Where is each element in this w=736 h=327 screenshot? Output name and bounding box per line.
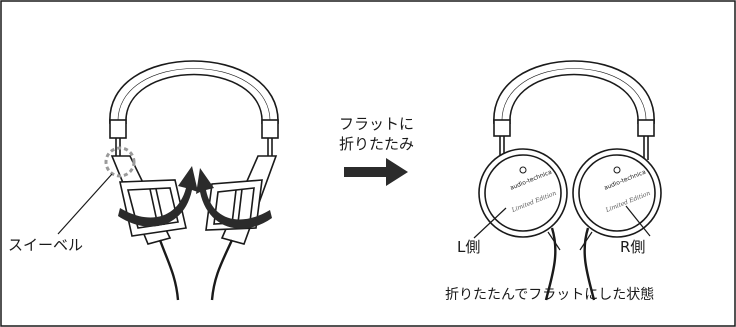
headband-inner bbox=[125, 73, 263, 125]
rotate-arrow-right bbox=[196, 168, 272, 229]
folded-caption: 折りたたんでフラットにした状態 bbox=[445, 287, 655, 303]
left-side-label: L側 bbox=[457, 238, 481, 256]
headband-outer bbox=[109, 60, 279, 125]
right-leader bbox=[625, 205, 651, 237]
cable-left bbox=[158, 239, 180, 301]
cable-right bbox=[210, 239, 234, 301]
swivel-label: スイーベル bbox=[8, 236, 84, 254]
rotate-arrow-left bbox=[118, 166, 198, 227]
earcup-right-flat bbox=[572, 148, 662, 238]
fold-arrow bbox=[344, 158, 408, 186]
swivel-highlight bbox=[104, 146, 136, 178]
slider-left bbox=[109, 119, 127, 139]
rotation-arrows bbox=[118, 166, 272, 229]
fold-label-line2: 折りたたみ bbox=[339, 135, 415, 153]
left-leader bbox=[473, 207, 507, 239]
earcup-left-flat bbox=[478, 148, 568, 238]
swivel-leader bbox=[57, 173, 113, 235]
right-side-label: R側 bbox=[620, 238, 646, 256]
fold-label-line1: フラットに bbox=[339, 115, 415, 133]
headband-outer-folded bbox=[493, 60, 655, 125]
headphone-folded bbox=[478, 60, 662, 301]
slider-right bbox=[261, 119, 279, 139]
